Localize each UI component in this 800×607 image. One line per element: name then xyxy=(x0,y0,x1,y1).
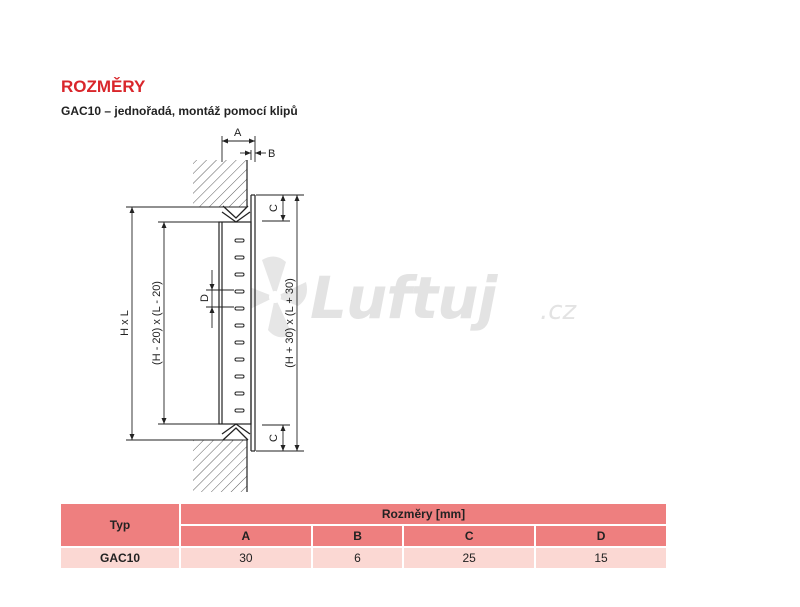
fan-logo-icon xyxy=(243,256,307,338)
label-hxl: H x L xyxy=(119,310,131,336)
page-title: ROZMĚRY xyxy=(61,77,146,96)
header-col-b: B xyxy=(310,524,405,548)
label-c-bottom: C xyxy=(268,434,280,442)
grille-slats xyxy=(234,238,245,413)
top-clip xyxy=(221,205,251,223)
watermark-text: Luftuj xyxy=(310,264,497,332)
grille-frame xyxy=(218,194,256,452)
bottom-clip xyxy=(221,423,251,441)
value-d: 15 xyxy=(534,546,668,570)
dimensions-table: Typ Rozměry [mm] A B C D GAC10 30 6 25 1… xyxy=(59,502,668,570)
label-inner-size: (H - 20) x (L - 20) xyxy=(151,281,163,365)
value-c: 25 xyxy=(402,546,537,570)
page-subtitle: GAC10 – jednořadá, montáž pomocí klipů xyxy=(61,104,298,118)
header-col-c: C xyxy=(402,524,537,548)
row-typ: GAC10 xyxy=(59,546,181,570)
dimension-lines xyxy=(126,136,304,452)
header-col-a: A xyxy=(179,524,313,548)
header-typ: Typ xyxy=(59,502,181,548)
label-b: B xyxy=(268,148,275,160)
wall-bottom xyxy=(193,440,247,492)
label-outer-size: (H + 30) x (L + 30) xyxy=(284,278,296,367)
table-row: GAC10 30 6 25 15 xyxy=(59,546,668,570)
watermark-suffix: .cz xyxy=(540,296,577,326)
label-a: A xyxy=(234,127,242,139)
wall-top xyxy=(193,160,247,207)
dimension-arrowheads xyxy=(129,138,300,451)
label-c-top: C xyxy=(268,204,280,212)
label-d: D xyxy=(199,294,211,302)
luftuj-watermark: Luftuj .cz xyxy=(240,252,600,342)
value-a: 30 xyxy=(179,546,313,570)
header-col-d: D xyxy=(534,524,668,548)
header-rozmery: Rozměry [mm] xyxy=(179,502,668,526)
dimension-drawing: A B C C D H x L (H - 20) x (L - 20) (H +… xyxy=(119,127,304,492)
value-b: 6 xyxy=(310,546,405,570)
